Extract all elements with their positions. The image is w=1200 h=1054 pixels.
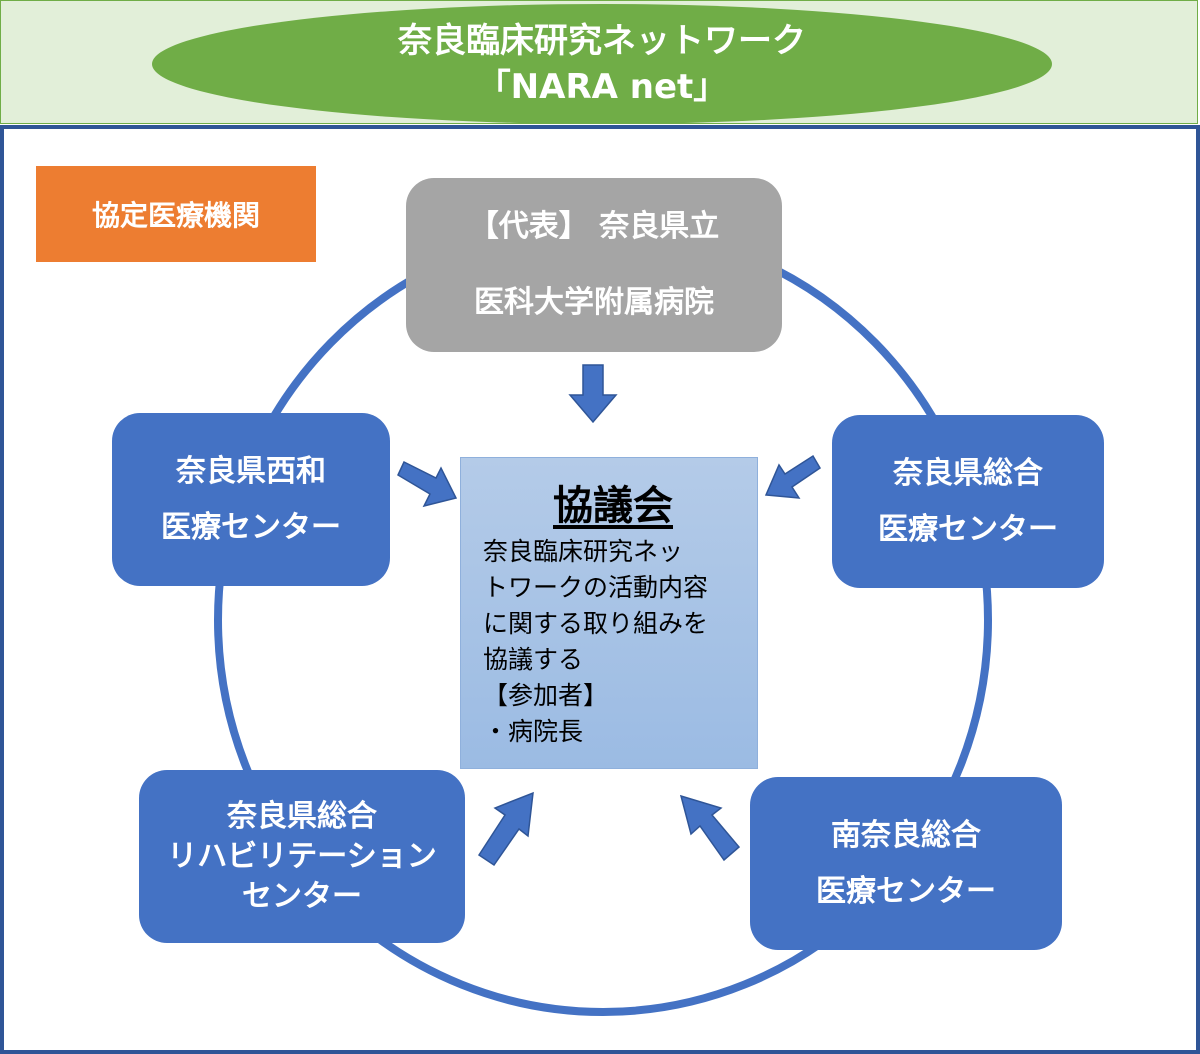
council-description-line: 協議する [483, 645, 584, 674]
arrow-down-icon [568, 364, 618, 424]
agreement-institutions-badge: 協定医療機関 [36, 166, 316, 262]
node-representative-hospital: 【代表】 奈良県立 医科大学附属病院 [406, 178, 782, 352]
council-description-line: 奈良臨床研究ネッ [483, 537, 684, 566]
council-title: 協議会 [553, 483, 673, 529]
node-label: 奈良県総合 [227, 798, 377, 834]
node-label: 奈良県総合 [893, 455, 1043, 491]
council-description-line: トワークの活動内容 [483, 573, 709, 602]
council-participants-heading: 【参加者】 [483, 681, 609, 710]
council-box: 協議会 奈良臨床研究ネッ トワークの活動内容 に関する取り組みを 協議する 【参… [460, 457, 758, 769]
council-participant-item: ・病院長 [483, 717, 584, 746]
title-line-1: 奈良臨床研究ネットワーク [398, 21, 806, 61]
council-description-line: に関する取り組みを [483, 609, 709, 638]
node-label: 南奈良総合 [831, 817, 981, 853]
title-line-2: 「NARA net」 [476, 67, 728, 107]
node-minami-nara-medical-center: 南奈良総合 医療センター [750, 777, 1062, 950]
arrow-right-down-icon [397, 460, 458, 508]
node-label: 医療センター [161, 509, 341, 545]
arrow-left-down-icon [764, 454, 822, 499]
node-seiwa-medical-center: 奈良県西和 医療センター [112, 413, 390, 586]
node-label: 医科大学附属病院 [474, 285, 714, 320]
arrow-up-left-icon [679, 794, 741, 862]
node-label: 奈良県西和 [176, 453, 326, 489]
arrow-up-right-icon [477, 791, 534, 867]
node-rehabilitation-center: 奈良県総合 リハビリテーション センター [139, 770, 465, 943]
node-label: リハビリテーション [167, 838, 437, 874]
node-label: 医療センター [878, 511, 1058, 547]
node-general-medical-center: 奈良県総合 医療センター [832, 415, 1104, 588]
title-ellipse: 奈良臨床研究ネットワーク 「NARA net」 [152, 4, 1052, 124]
node-label: 医療センター [816, 873, 996, 909]
node-label: センター [242, 878, 362, 914]
node-label: 【代表】 奈良県立 [468, 209, 720, 244]
